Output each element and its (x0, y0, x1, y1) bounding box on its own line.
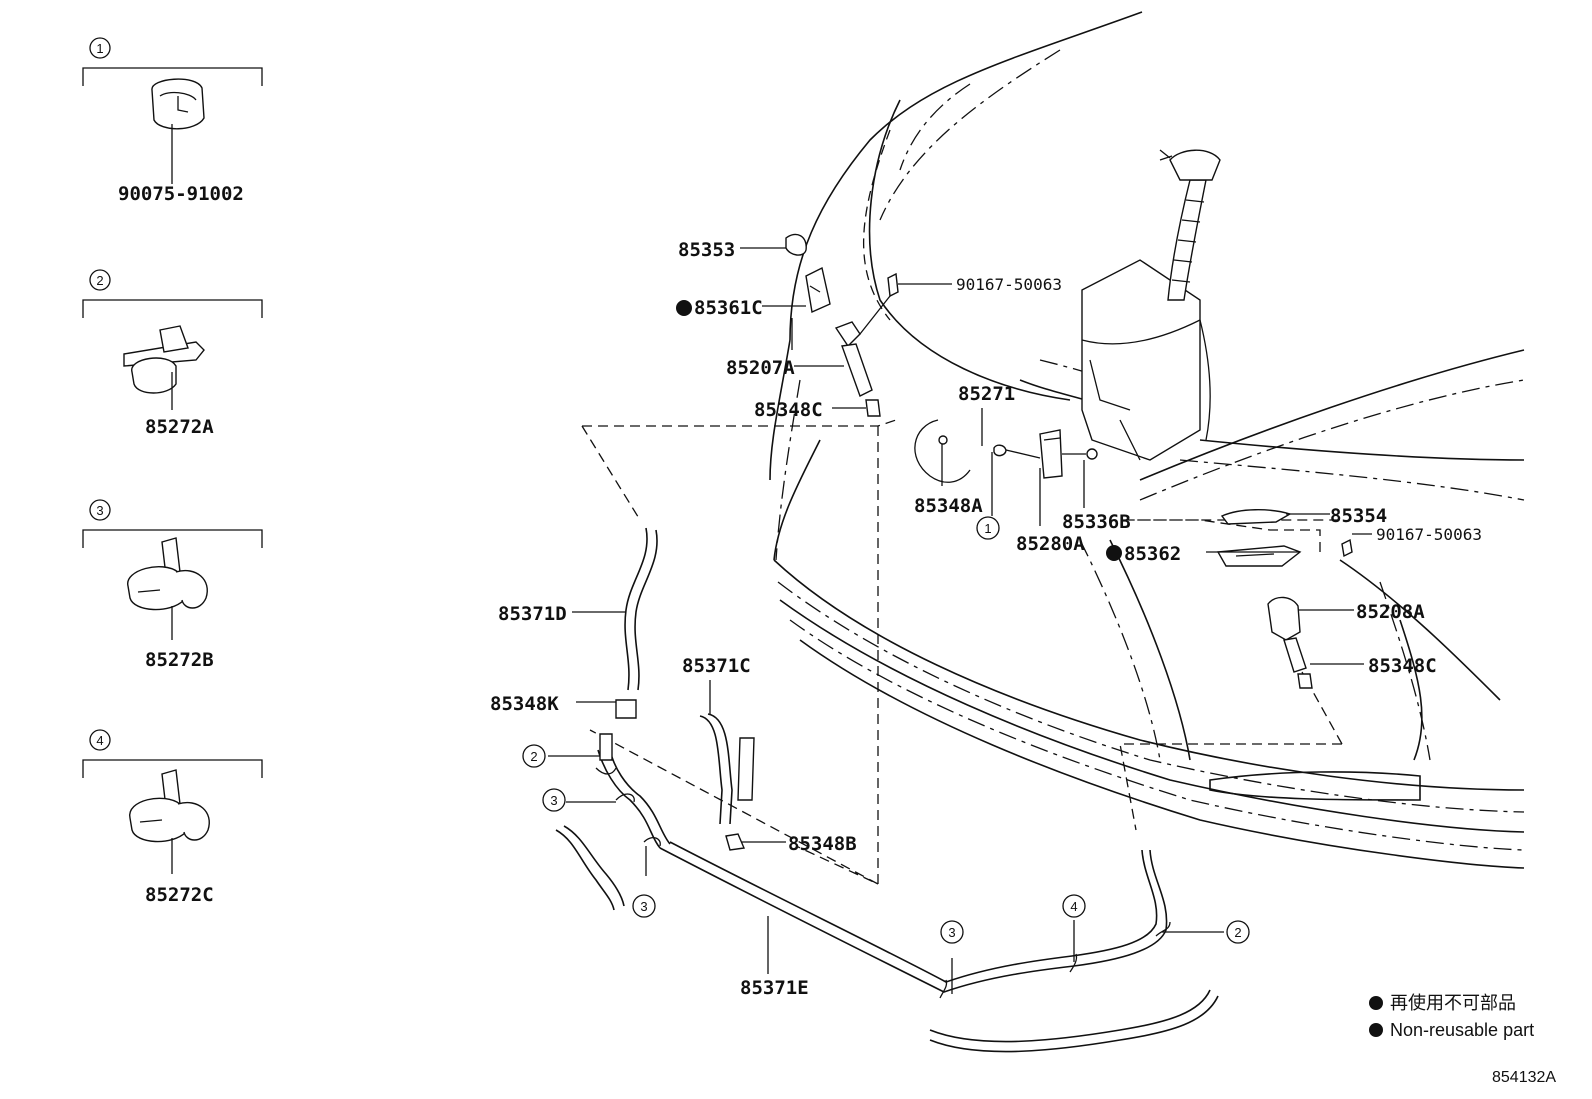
callout-85348K: 85348K (490, 693, 559, 715)
part-label-85272A: 85272A (145, 416, 214, 438)
legend: 再使用不可部品 Non-reusable part (1369, 993, 1534, 1040)
legend-bullet-ja (1369, 996, 1383, 1010)
inset-4: 4 85272C (82, 729, 263, 906)
svg-text:3: 3 (96, 503, 103, 518)
svg-text:4: 4 (96, 733, 103, 748)
callout-85280A: 85280A (1016, 533, 1085, 555)
clip-85272B-drawing (127, 537, 208, 611)
left-washer-assembly-drawing (785, 233, 899, 417)
callout-85348B: 85348B (788, 833, 857, 855)
clip-ref-1: 1 (984, 521, 991, 536)
inset-3: 3 85272B (82, 499, 263, 671)
callout-85271: 85271 (958, 383, 1015, 405)
part-label-90075-91002: 90075-91002 (118, 183, 244, 205)
callout-90167-top: 90167-50063 (956, 275, 1062, 294)
inset-1: 1 90075-91002 (82, 37, 263, 205)
right-washer-assembly-drawing (1216, 509, 1353, 689)
callout-85348A: 85348A (914, 495, 983, 517)
callout-85348C-top: 85348C (754, 399, 823, 421)
washer-tank-drawing (1081, 149, 1221, 461)
part-label-85272C: 85272C (145, 884, 214, 906)
callout-85354: 85354 (1330, 505, 1387, 527)
diagram-code: 854132A (1492, 1069, 1556, 1086)
clip-90075-drawing (151, 78, 205, 130)
inset-2: 2 85272A (82, 269, 263, 438)
callout-85348C-right: 85348C (1368, 655, 1437, 677)
part-label-85272B: 85272B (145, 649, 214, 671)
callout-85371C: 85371C (682, 655, 751, 677)
non-reusable-bullet-85361C (676, 300, 692, 316)
clip-reference-circles: 1 2 3 3 3 4 2 (522, 516, 1250, 944)
callout-85371E: 85371E (740, 977, 809, 999)
clip-ref-3c: 3 (948, 925, 955, 940)
clip-85272C-drawing (129, 769, 210, 843)
leader-lines (548, 247, 1372, 994)
svg-text:2: 2 (96, 273, 103, 288)
callout-85353: 85353 (678, 239, 735, 261)
assembly-frame-left (581, 419, 897, 886)
svg-text:1: 1 (96, 41, 103, 56)
callout-85208A: 85208A (1356, 601, 1425, 623)
legend-text-ja: 再使用不可部品 (1390, 993, 1516, 1013)
callout-85362: 85362 (1124, 543, 1181, 565)
clip-ref-4: 4 (1070, 899, 1077, 914)
clip-ref-2b: 2 (1234, 925, 1241, 940)
callout-85361C: 85361C (694, 297, 763, 319)
legend-bullet-en (1369, 1023, 1383, 1037)
callout-85207A: 85207A (726, 357, 795, 379)
callout-85371D: 85371D (498, 603, 567, 625)
clip-ref-3b: 3 (640, 899, 647, 914)
non-reusable-bullet-85362 (1106, 545, 1122, 561)
clip-ref-3a: 3 (550, 793, 557, 808)
hoses-drawing (555, 527, 1219, 1053)
clip-ref-2a: 2 (530, 749, 537, 764)
clip-85272A-drawing (123, 325, 205, 394)
callout-labels: 85353 85361C 85207A 85348C 90167-50063 8… (490, 239, 1482, 999)
pump-area-drawing (914, 419, 1098, 483)
callout-85336B: 85336B (1062, 511, 1131, 533)
vehicle-body-outline (769, 11, 1525, 869)
legend-text-en: Non-reusable part (1390, 1020, 1534, 1040)
callout-90167-right: 90167-50063 (1376, 525, 1482, 544)
